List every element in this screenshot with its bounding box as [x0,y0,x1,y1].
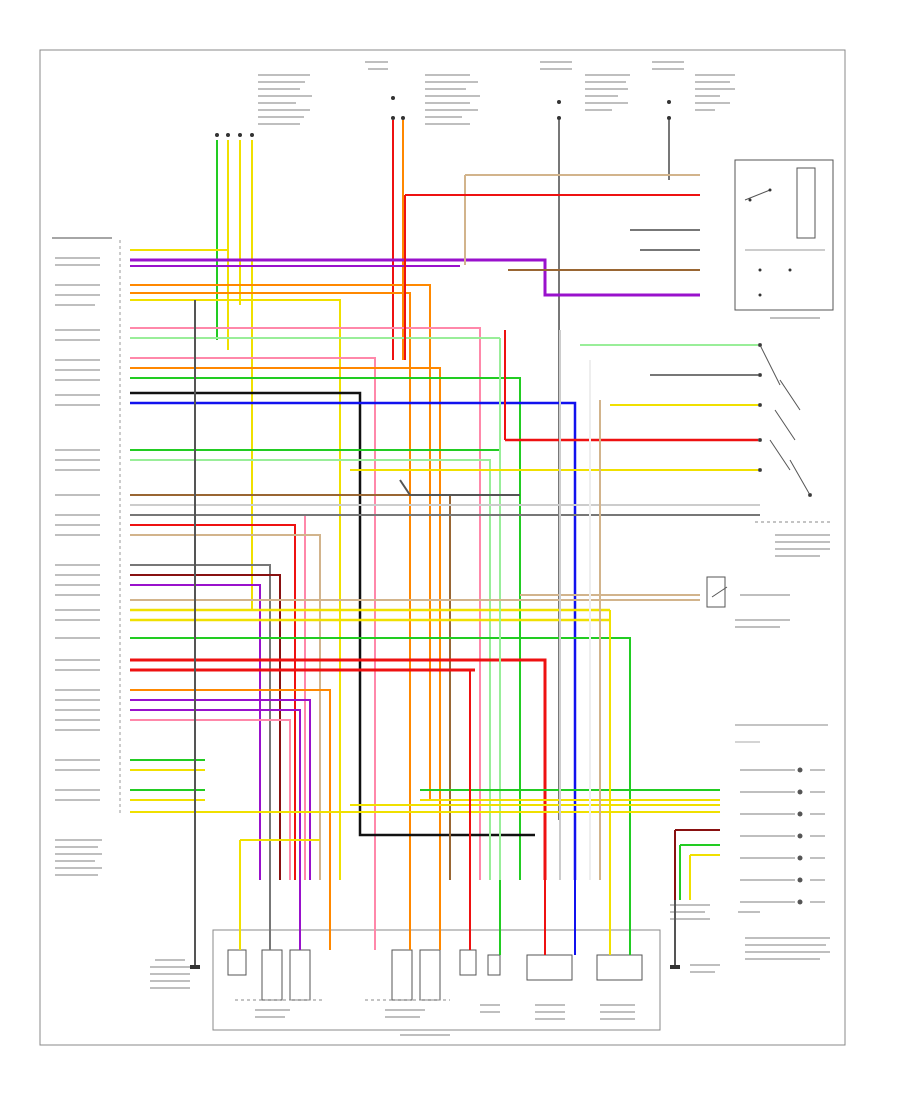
component-labels [150,904,720,1020]
wire-h21 [130,574,281,880]
wire-h13 [130,401,577,880]
wire-h4 [130,284,431,800]
wire-h26 [130,658,547,880]
wire-h10 [130,367,441,880]
wire-h31 [130,719,291,880]
diagram-border [39,49,846,1046]
wire-h6 [130,299,341,880]
wire-h2 [130,258,700,297]
wire-r17 [399,479,520,496]
wire-h17 [130,514,306,880]
wire-h29 [130,699,311,880]
wire-h15 [130,459,491,880]
wire-h18 [130,524,296,880]
wire-h28 [130,689,331,880]
ohms-table [735,724,830,960]
wire-h19 [130,534,321,880]
od-switch [706,576,790,628]
inhibitor-switch [734,159,834,319]
wire-h20 [130,564,271,880]
wire-h9 [130,357,376,880]
ground-symbols [190,965,680,969]
feed-text-marks [258,61,735,125]
wire-h30 [130,709,301,880]
wire-h7 [130,327,481,880]
component-stubs [194,880,676,965]
wire-h22 [130,584,261,880]
tcm-pin-labels [52,237,112,876]
wire-h12 [130,391,535,837]
harness-right [130,174,760,940]
wire-h11 [130,377,521,880]
fuse-symbols [215,96,671,137]
transmission-components [212,929,661,1036]
range-switch [755,343,830,557]
wire-h1 [130,249,229,262]
wire-h5 [130,292,411,880]
